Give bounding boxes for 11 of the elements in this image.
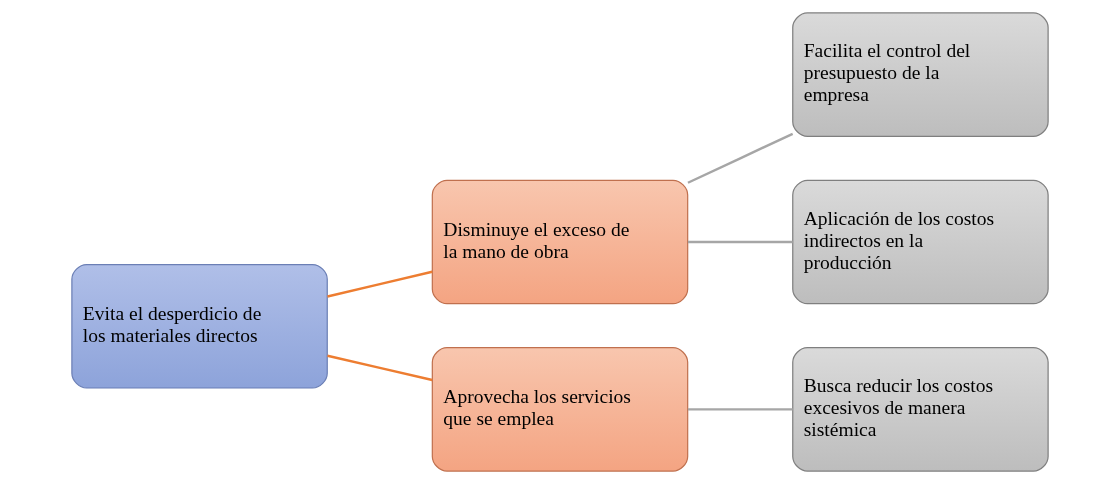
node-box: Aprovecha los servicios que se emplea <box>431 347 689 472</box>
connector <box>687 408 793 411</box>
node-box: Busca reducir los costos excesivos de manera sistémica <box>792 347 1049 472</box>
connector <box>687 132 794 184</box>
node-box: Disminuye el exceso de la mano de obra <box>431 179 689 305</box>
node-box: Evita el desperdicio de los materiales directos <box>71 264 328 389</box>
connector <box>327 354 433 382</box>
node-box: Aplicación de los costos indirectos en la producción <box>792 179 1049 305</box>
connector <box>327 270 433 298</box>
node-box: Facilita el control del presupuesto de la empresa <box>792 12 1049 137</box>
connector <box>687 240 793 244</box>
